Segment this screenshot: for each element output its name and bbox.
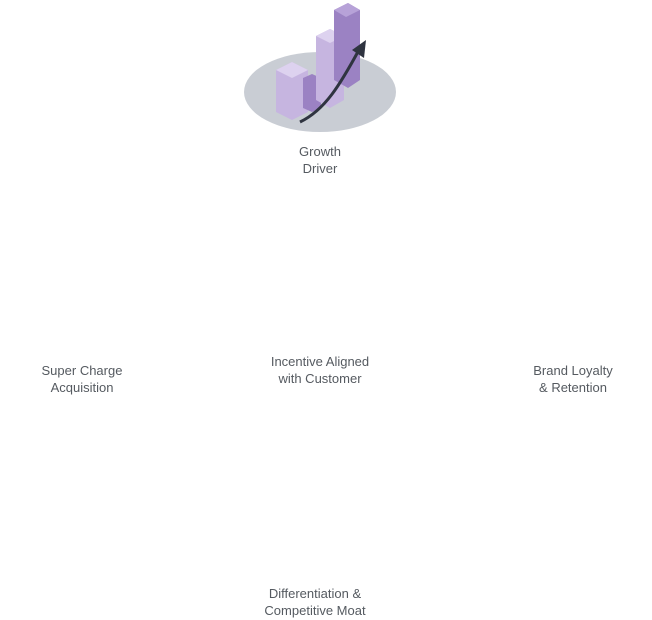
loyalty-line1: Brand Loyalty: [533, 363, 613, 378]
loyalty-line2: & Retention: [539, 380, 607, 395]
acquisition-line2: Acquisition: [50, 380, 114, 395]
growth-driver-line1: Growth: [299, 144, 341, 159]
differentiation-line1: Differentiation &: [268, 586, 362, 601]
incentive-line2: with Customer: [278, 371, 362, 386]
acquisition-label: Super Charge Acquisition: [10, 362, 154, 396]
differentiation-label: Differentiation & Competitive Moat: [230, 585, 400, 619]
incentive-line1: Incentive Aligned: [270, 354, 370, 369]
acquisition-line1: Super Charge: [41, 363, 123, 378]
loyalty-label: Brand Loyalty & Retention: [500, 362, 646, 396]
growth-driver-illustration: [244, 3, 396, 132]
differentiation-line2: Competitive Moat: [264, 603, 366, 618]
incentive-label: Incentive Aligned with Customer: [240, 353, 400, 387]
growth-driver-line2: Driver: [302, 161, 338, 176]
growth-driver-label: Growth Driver: [260, 143, 380, 177]
